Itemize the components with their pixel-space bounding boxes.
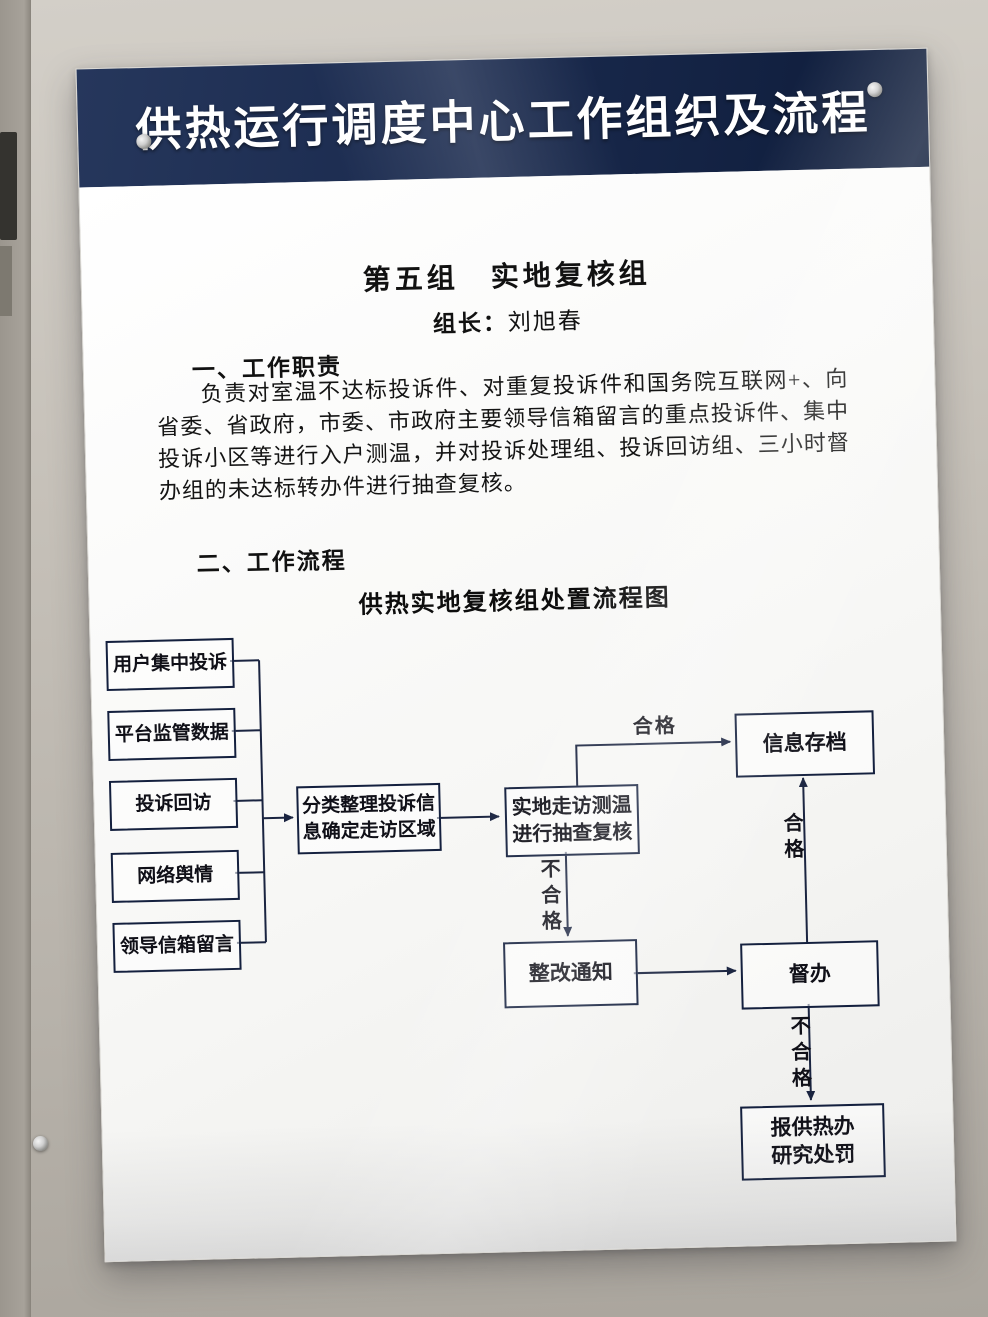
node-rectify-notice: 整改通知: [503, 939, 639, 1009]
wall-fixture-dark: [0, 132, 17, 240]
content-panel: 第五组 实地复核组 组长：刘旭春 一、工作职责 负责对室温不达标投诉件、对重复投…: [79, 166, 956, 1262]
node-report-punish: 报供热办研究处罚: [740, 1103, 886, 1181]
edge-label-pass-supervise: 合格: [779, 812, 804, 865]
node-classify: 分类整理投诉信息确定走访区域: [296, 782, 442, 855]
signboard: 供热运行调度中心工作组织及流程 第五组 实地复核组 组长：刘旭春 一、工作职责 …: [75, 47, 957, 1263]
flow-connectors: [230, 659, 816, 1101]
node-site-visit: 实地走访测温进行抽查复核: [504, 784, 640, 858]
wall-fixture-light: [0, 246, 12, 316]
flowchart: 用户集中投诉 平台监管数据 投诉回访 网络舆情 领导信箱留言 分类整理投诉信息确…: [79, 167, 955, 1261]
node-leader-mailbox: 领导信箱留言: [112, 919, 242, 973]
node-archive: 信息存档: [734, 710, 876, 778]
node-complaint-callback: 投诉回访: [108, 777, 239, 831]
edge-label-fail-supervise: 不合格: [786, 1014, 811, 1094]
node-platform-data: 平台监管数据: [107, 707, 237, 761]
banner-title: 供热运行调度中心工作组织及流程: [134, 87, 871, 157]
node-supervise: 督办: [740, 940, 880, 1010]
edge-label-pass-visit: 合格: [632, 715, 678, 739]
screw-pin: [33, 1136, 48, 1151]
edge-label-fail-visit: 不合格: [536, 858, 561, 937]
node-online-opinion: 网络舆情: [110, 849, 240, 903]
node-user-complaints: 用户集中投诉: [105, 637, 235, 692]
banner: 供热运行调度中心工作组织及流程: [76, 48, 930, 188]
